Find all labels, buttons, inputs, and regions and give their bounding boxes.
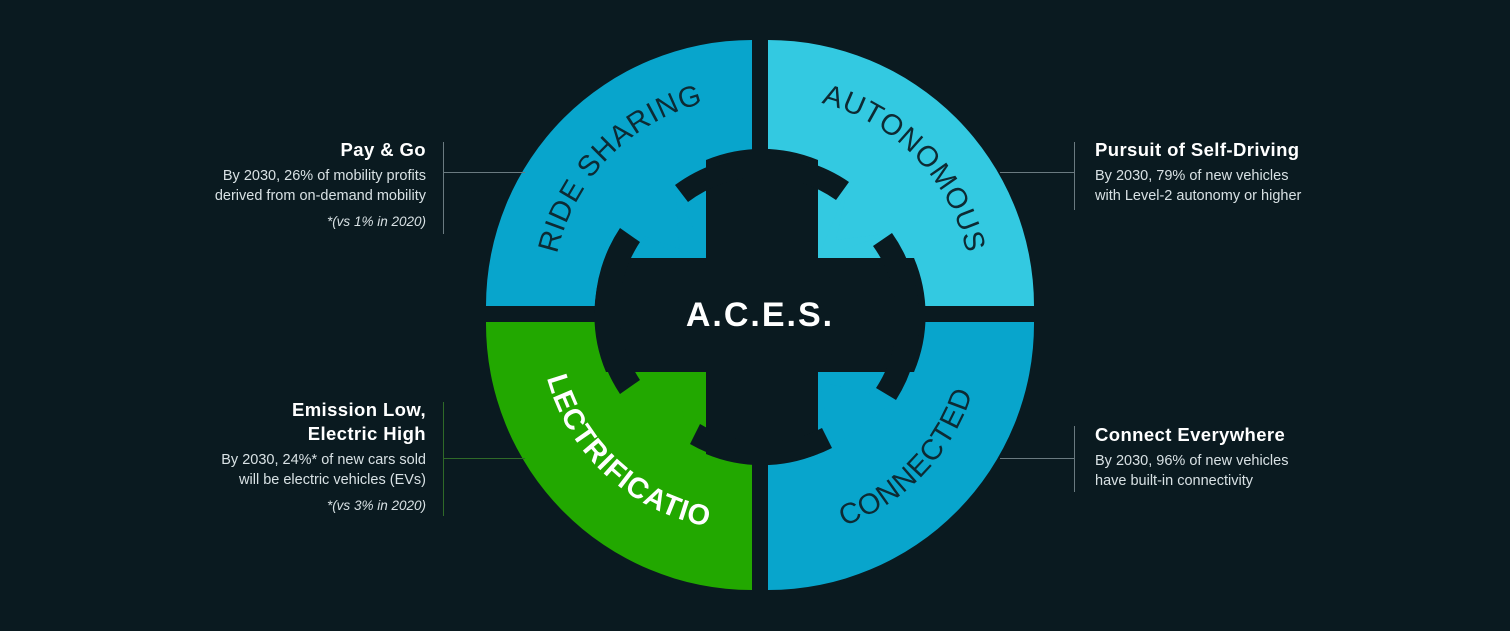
ride-sharing-segment [486, 40, 752, 306]
connect-connector [1000, 458, 1074, 459]
emission-title: Emission Low, Electric High [291, 399, 426, 444]
connected-arrow [818, 372, 896, 448]
electrification-segment [485, 322, 752, 590]
autonomous-segment [768, 40, 1034, 306]
pay-go-connector [443, 172, 525, 173]
emission-connector [443, 458, 525, 459]
pay-go-note: *(vs 1% in 2020) [326, 214, 426, 229]
connect-body: By 2030, 96% of new vehicles have built-… [1095, 453, 1289, 489]
emission-body: By 2030, 24%* of new cars sold will be e… [221, 452, 426, 488]
self-driving-title: Pursuit of Self-Driving [1095, 139, 1300, 160]
emission-panel: Emission Low, Electric High By 2030, 24%… [126, 398, 426, 513]
ride-sharing-arrow [620, 185, 706, 258]
electrification-arrow [620, 372, 706, 444]
hub: A.C.E.S. [594, 148, 926, 466]
self-driving-body: By 2030, 79% of new vehicles with Level-… [1095, 168, 1302, 204]
pay-go-bracket [443, 142, 444, 234]
self-driving-panel: Pursuit of Self-Driving By 2030, 79% of … [1095, 138, 1415, 206]
connect-panel: Connect Everywhere By 2030, 96% of new v… [1095, 423, 1415, 491]
self-driving-connector [1000, 172, 1074, 173]
connect-bracket [1074, 426, 1075, 492]
pay-go-body: By 2030, 26% of mobility profits derived… [214, 168, 426, 204]
pay-go-panel: Pay & Go By 2030, 26% of mobility profit… [126, 138, 426, 229]
pay-go-title: Pay & Go [340, 139, 426, 160]
connect-title: Connect Everywhere [1095, 424, 1286, 445]
emission-note: *(vs 3% in 2020) [326, 498, 426, 513]
autonomous-arrow [818, 182, 892, 258]
self-driving-bracket [1074, 142, 1075, 210]
emission-bracket [443, 402, 444, 516]
connected-segment [768, 322, 1035, 591]
hub-title: A.C.E.S. [686, 296, 834, 334]
